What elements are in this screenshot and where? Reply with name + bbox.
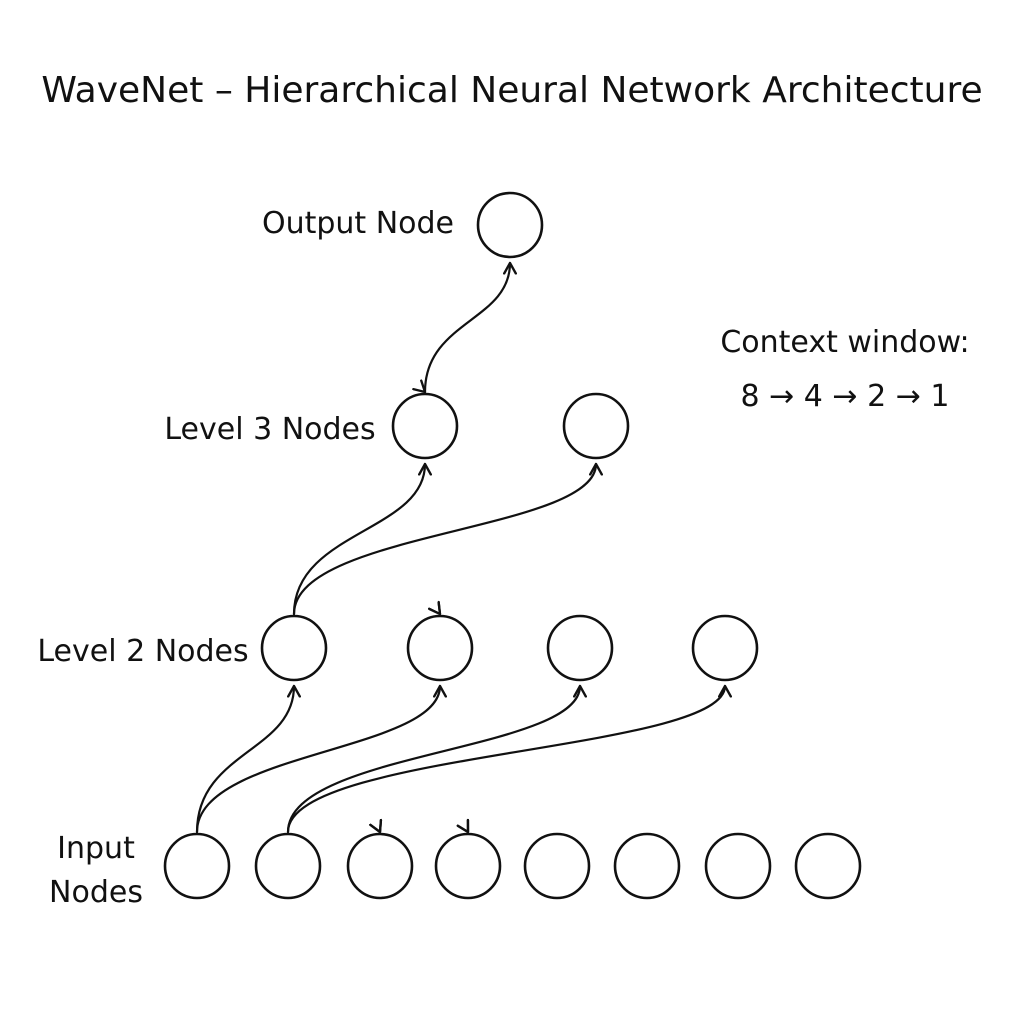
level-1-label-line-1: Input	[57, 831, 135, 866]
level-1-node-8	[794, 832, 862, 900]
level-1-node-3	[346, 832, 414, 900]
edge-l2-0-to-l3-1	[292, 462, 603, 616]
edge-l1-0-to-l2-0	[195, 684, 301, 834]
connection-edges	[195, 261, 732, 834]
level-2-node-2	[406, 614, 474, 682]
level-1-node-6	[613, 832, 681, 900]
edge-l2-0-to-l3-0	[292, 462, 432, 616]
level-3-node-1	[391, 392, 459, 460]
network-nodes	[163, 191, 862, 900]
level-1-node-7	[704, 832, 772, 900]
edge-l1-1-to-l2-2	[286, 684, 587, 834]
level-4-label-line-1: Output Node	[262, 206, 454, 241]
level-1-node-5	[523, 832, 591, 900]
context-window-label: Context window:	[720, 325, 969, 360]
edge-l1-0-to-l2-1	[195, 684, 447, 834]
context-window-sequence: 8 → 4 → 2 → 1	[741, 379, 950, 414]
level-3-label-line-1: Level 3 Nodes	[164, 412, 375, 447]
level-1-node-1	[163, 832, 231, 900]
level-2-node-4	[691, 614, 759, 682]
level-1-node-4	[434, 832, 502, 900]
diagram-title: WaveNet – Hierarchical Neural Network Ar…	[41, 70, 982, 111]
level-3-label: Level 3 Nodes	[164, 412, 375, 447]
level-2-label-line-1: Level 2 Nodes	[37, 634, 248, 669]
level-2-node-1	[260, 614, 328, 682]
level-2-node-3	[546, 614, 614, 682]
level-4-label: Output Node	[262, 206, 454, 241]
level-1-label-line-2: Nodes	[49, 875, 143, 910]
output-node	[476, 191, 544, 259]
level-2-label: Level 2 Nodes	[37, 634, 248, 669]
level-3-node-2	[562, 392, 630, 460]
edge-l3-0-to-l4-0	[423, 261, 517, 394]
context-window-annotation: Context window: 8 → 4 → 2 → 1	[720, 325, 969, 414]
edge-l1-1-to-l2-3	[286, 684, 732, 834]
level-1-node-2	[254, 832, 322, 900]
